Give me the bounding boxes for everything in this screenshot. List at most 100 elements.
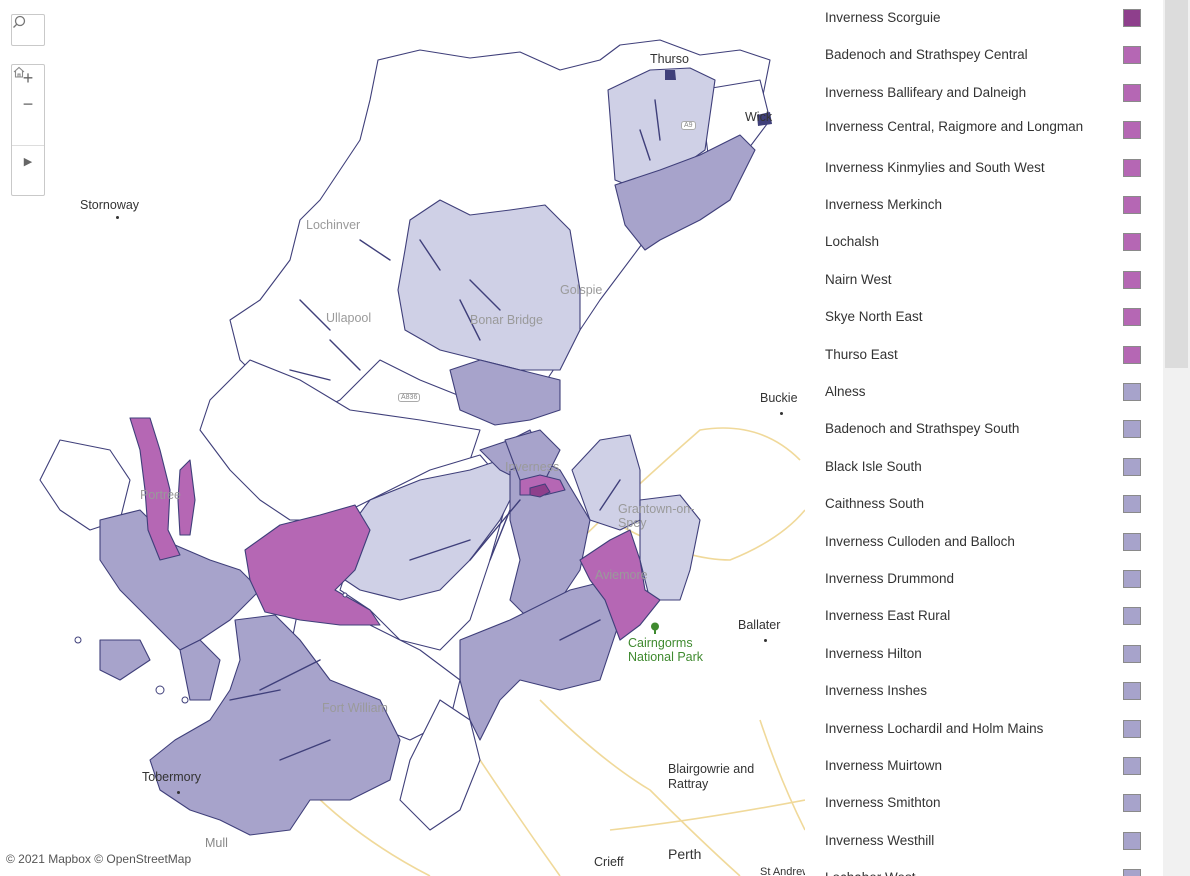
zoom-out-button[interactable]: − — [22, 93, 34, 114]
legend-label: Inverness Hilton — [825, 645, 922, 661]
search-icon[interactable] — [12, 15, 44, 45]
legend-item[interactable]: Inverness Muirtown — [808, 756, 1153, 786]
legend-swatch[interactable] — [1123, 196, 1141, 214]
legend-item[interactable]: Badenoch and Strathspey Central — [808, 45, 1153, 75]
legend-swatch[interactable] — [1123, 345, 1141, 364]
place-label: Buckie — [760, 391, 798, 405]
legend-swatch[interactable] — [1123, 420, 1141, 439]
legend-label: Skye North East — [825, 309, 923, 325]
play-button[interactable]: ▶ — [23, 155, 33, 168]
region-dark — [529, 483, 551, 498]
legend-label: Inverness Culloden and Balloch — [825, 533, 1015, 549]
legend-label: Inverness Inshes — [825, 683, 928, 699]
legend-label: Badenoch and Strathspey Central — [825, 47, 1028, 63]
place-dot — [116, 216, 119, 219]
legend-swatch[interactable] — [1123, 644, 1141, 663]
legend-item[interactable]: Inverness Kinmylies and South West — [808, 158, 1153, 188]
legend-swatch[interactable] — [1123, 270, 1141, 289]
legend-item[interactable]: Nairn West — [808, 270, 1153, 300]
legend-item[interactable]: Thurso East — [808, 345, 1153, 375]
mid-regions — [99, 134, 756, 836]
place-label: Wick — [745, 110, 773, 124]
legend-label: Inverness Lochardil and Holm Mains — [825, 720, 1044, 736]
map-search-control[interactable] — [11, 14, 45, 46]
road-shield: A9 — [681, 121, 696, 130]
legend-item[interactable]: Inverness Inshes — [808, 681, 1153, 711]
legend-swatch[interactable] — [1123, 607, 1141, 626]
legend-item[interactable]: Inverness Lochardil and Holm Mains — [808, 719, 1153, 749]
place-dot — [177, 791, 180, 794]
zoom-in-button[interactable]: + — [22, 67, 34, 88]
legend-label: Lochaber West — [825, 871, 1087, 876]
legend-swatch[interactable] — [1123, 233, 1141, 252]
legend-swatch[interactable] — [1123, 757, 1141, 775]
control-divider — [12, 145, 44, 146]
loch-lines — [229, 99, 661, 761]
legend-swatch[interactable] — [1123, 719, 1141, 738]
legend-item[interactable]: Alness — [808, 382, 1153, 412]
legend-swatch[interactable] — [1123, 682, 1141, 701]
legend-label: Inverness Drummond — [825, 571, 955, 586]
legend-label: Lochalsh — [825, 234, 880, 250]
map-zoom-controls: + − ▶ — [11, 64, 45, 196]
legend-swatch[interactable] — [1123, 308, 1141, 327]
home-icon[interactable] — [12, 66, 44, 143]
legend-item[interactable]: Badenoch and Strathspey South — [808, 419, 1153, 449]
legend-swatch[interactable] — [1123, 570, 1141, 588]
legend-label: Inverness Merkinch — [825, 197, 943, 212]
legend-item[interactable]: Inverness Westhill — [808, 831, 1153, 861]
legend-label: Inverness Smithton — [825, 795, 941, 811]
legend-item[interactable]: Inverness Merkinch — [808, 195, 1153, 225]
legend-item[interactable]: Inverness East Rural — [808, 606, 1153, 636]
legend-item[interactable]: Caithness South — [808, 494, 1153, 524]
wick-marker — [757, 112, 772, 126]
place-dot — [764, 639, 767, 642]
legend-swatch[interactable] — [1123, 495, 1141, 514]
legend-label: Inverness Westhill — [825, 832, 935, 848]
place-label: Crieff — [594, 855, 624, 869]
legend-swatch[interactable] — [1123, 869, 1141, 876]
legend-item[interactable]: Black Isle South — [808, 457, 1153, 487]
place-label: Grantown-on-Spey — [618, 502, 695, 530]
legend-swatch[interactable] — [1123, 121, 1141, 140]
legend-item[interactable]: Lochaber West — [808, 868, 1153, 876]
legend-swatch[interactable] — [1123, 532, 1141, 551]
legend-item[interactable]: Inverness Central, Raigmore and Longman — [808, 120, 1153, 150]
map-canvas[interactable] — [0, 0, 805, 876]
place-label: Fort William — [322, 701, 388, 715]
place-label: Ballater — [738, 618, 781, 632]
legend-item[interactable]: Inverness Culloden and Balloch — [808, 532, 1153, 562]
legend-swatch[interactable] — [1123, 457, 1141, 476]
legend-swatch[interactable] — [1123, 383, 1141, 401]
legend-swatch[interactable] — [1123, 83, 1141, 102]
legend-item[interactable]: Inverness Smithton — [808, 793, 1153, 823]
legend-scrollbar-thumb[interactable] — [1165, 0, 1188, 368]
legend-label: Inverness Central, Raigmore and Longman — [825, 119, 1084, 135]
islands — [74, 592, 348, 704]
place-label: Thurso — [650, 52, 689, 66]
legend-item[interactable]: Skye North East — [808, 307, 1153, 337]
legend-item[interactable]: Lochalsh — [808, 232, 1153, 262]
legend-swatch[interactable] — [1123, 9, 1141, 27]
legend-swatch[interactable] — [1123, 46, 1141, 65]
legend-swatch[interactable] — [1123, 794, 1141, 813]
map-attribution[interactable]: © 2021 Mapbox © OpenStreetMap — [6, 852, 192, 866]
place-label: Bonar Bridge — [470, 313, 543, 327]
legend-swatch[interactable] — [1123, 831, 1141, 850]
legend-item[interactable]: Inverness Drummond — [808, 569, 1153, 599]
place-label: Blairgowrie and Rattray — [668, 762, 755, 791]
map-view[interactable]: + − ▶ Thurso Wick Stornoway Lochinver Ul… — [0, 0, 805, 876]
legend-swatch[interactable] — [1123, 158, 1141, 177]
legend-item[interactable]: Inverness Hilton — [808, 644, 1153, 674]
legend-item[interactable]: Inverness Ballifeary and Dalneigh — [808, 83, 1153, 113]
tree-icon — [649, 622, 661, 634]
place-label: Lochinver — [306, 218, 361, 232]
legend-label: Inverness Ballifeary and Dalneigh — [825, 84, 1027, 100]
light-regions — [329, 67, 716, 601]
legend-label: Badenoch and Strathspey South — [825, 421, 1020, 437]
place-label: Inverness — [505, 460, 560, 474]
legend-item[interactable]: Inverness Scorguie — [808, 8, 1153, 38]
legend-label: Inverness East Rural — [825, 608, 951, 624]
place-label: Mull — [205, 836, 228, 850]
